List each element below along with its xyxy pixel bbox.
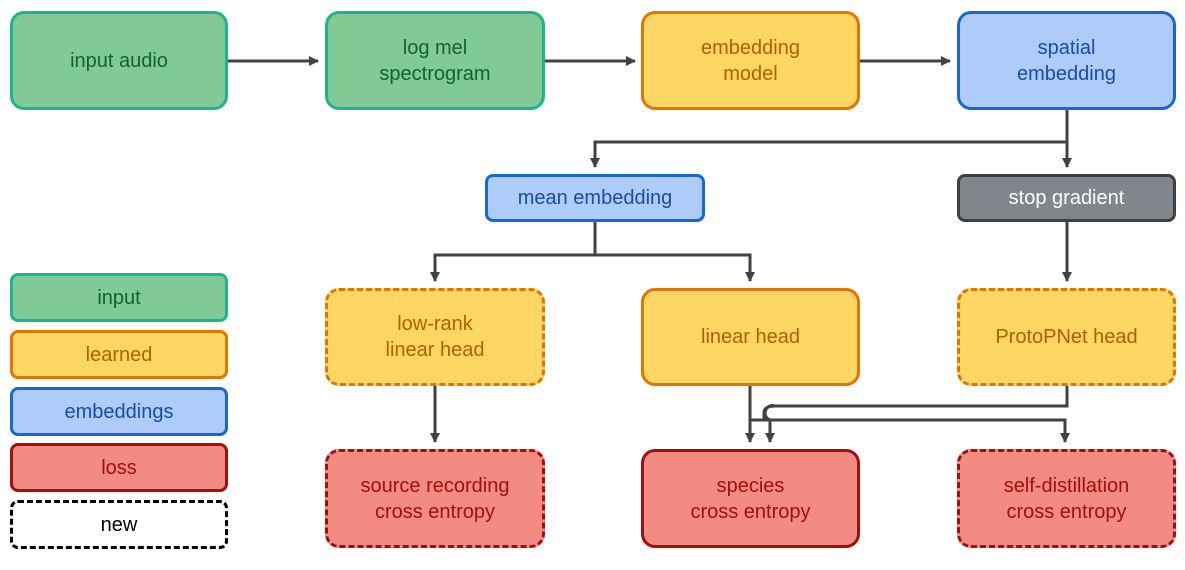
spatial-embedding-node: spatial embedding [957,11,1176,110]
input-audio-node: input audio [10,11,228,110]
log-mel-spectrogram-node: log mel spectrogram [325,11,545,110]
arrow-spatial-to-mean [590,110,1069,168]
source-recording-cross-entropy-node: source recording cross entropy [325,449,545,548]
species-cross-entropy-node: species cross entropy [641,449,860,548]
arrow-protopnet-to-species [762,386,1069,443]
low-rank-linear-head-node: low-rank linear head [325,288,545,386]
legend-new: new [10,500,228,549]
legend-embeddings: embeddings [10,387,228,436]
embedding-model-node: embedding model [641,11,860,110]
mean-embedding-node: mean embedding [485,174,705,222]
arrow-linear-to-selfdistill [750,418,1070,443]
linear-head-node: linear head [641,288,860,386]
arrow-mean-to-linear [595,253,755,282]
protopnet-head-node: ProtoPNet head [957,288,1176,386]
legend-input: input [10,273,228,322]
stop-gradient-node: stop gradient [957,174,1176,222]
wire-hop-over [763,404,776,422]
legend-loss: loss [10,443,228,492]
arrow-mean-to-lowrank [430,222,597,282]
legend-learned: learned [10,330,228,379]
self-distillation-cross-entropy-node: self-distillation cross entropy [957,449,1176,548]
